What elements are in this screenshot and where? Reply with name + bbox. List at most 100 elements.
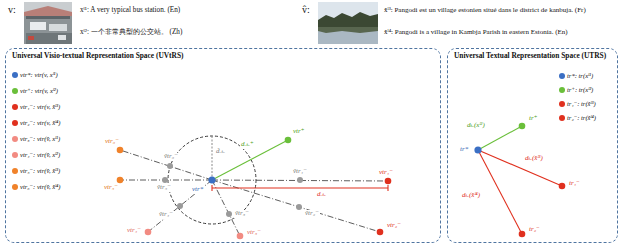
point-label: tr₁⁻ [568, 180, 581, 188]
illustration-shape [28, 36, 34, 40]
legend-swatch [12, 104, 18, 110]
legend-text: tr⁺: tr(xˡ²) [567, 86, 593, 93]
point-label: ṽtr₃⁻ [234, 210, 250, 218]
illustration-shape [24, 6, 72, 16]
legend-text: vtr₂⁻: vtr(v, x̂ˡ⁴) [20, 119, 61, 126]
legend-text: tr₁⁻: tr(x̂ˡ³) [567, 100, 596, 107]
illustration-shape [385, 178, 392, 185]
illustration-shape [58, 35, 66, 40]
illustration-shape [318, 27, 378, 33]
illustration-shape [559, 183, 566, 190]
illustration-shape [208, 176, 215, 183]
point-label: ṽtr₁⁻ [292, 168, 308, 176]
point-label: tr⁺ [528, 115, 538, 123]
uvtrs-geometry [117, 136, 392, 239]
legend-text: tr*: tr(xˡ¹) [567, 72, 593, 79]
point-label: vtr₁⁻ [378, 169, 394, 177]
point-label: vtr₆⁻ [104, 138, 120, 146]
point-label: ṽtr₆⁻ [163, 153, 179, 161]
legend-swatch [559, 87, 565, 93]
illustration-shape [377, 229, 384, 236]
illustration-shape [237, 233, 244, 240]
legend-text: tr₂⁻: tr(x̂ˡ⁴) [567, 114, 596, 121]
point-label: vtr⁺ [292, 128, 305, 136]
sentence-text: xˡ¹: A very typical bus station. (En) [80, 7, 295, 15]
illustration-shape [285, 137, 292, 144]
illustration-shape [120, 150, 388, 236]
illustration-shape [117, 177, 124, 184]
legend-swatch [12, 72, 18, 78]
illustration-shape [24, 2, 72, 44]
illustration-shape [474, 123, 565, 238]
illustration-shape [478, 150, 562, 186]
point-label: tr* [459, 146, 469, 154]
legend-text: vtr₆⁻: vtr(v̂, x̂ˡ⁴) [20, 183, 61, 190]
illustration-shape [318, 12, 378, 27]
legend-text: vtr₄⁻: vtr(v̂, xˡ²) [20, 151, 60, 158]
illustration-shape [297, 177, 303, 183]
distance-label: dᵥₜᵣ [316, 191, 327, 199]
illustration-shape [212, 140, 288, 180]
illustration-shape [478, 150, 522, 234]
legend-swatch [559, 101, 565, 107]
space-panel: Universal Visio-textual Representation S… [5, 48, 441, 243]
legend-text: vtr₁⁻: vtr(v, x̂ˡ³) [20, 103, 60, 110]
illustration-shape [30, 22, 46, 30]
illustration-shape [167, 163, 173, 169]
legend-swatch [12, 152, 18, 158]
point-label: vtr₄⁻ [126, 227, 142, 235]
image-tag: v: [8, 4, 16, 15]
distance-label: dₜᵣ(xˡ²) [466, 122, 486, 130]
sentence-text: x̂ˡ³: Pangodi est un village estonien si… [384, 7, 620, 15]
legend-swatch [12, 88, 18, 94]
illustration-shape [318, 27, 378, 44]
photo-lake-village [318, 2, 378, 44]
legend-swatch [559, 115, 565, 121]
point-label: vtr₂⁻ [386, 222, 402, 230]
distance-label: dₜᵣ(x̂ˡ³) [524, 155, 544, 163]
point-label: vtr₅⁻ [103, 184, 119, 192]
legend-swatch [12, 136, 18, 142]
illustration-shape [26, 16, 70, 19]
illustration-shape [145, 229, 152, 236]
point-label: ṽtr₄⁻ [158, 211, 174, 219]
point-label: tr₂⁻ [528, 226, 541, 234]
legend-swatch [12, 168, 18, 174]
illustration-shape [387, 185, 388, 191]
point-label: vtr* [191, 186, 204, 194]
illustration-shape [211, 185, 212, 191]
legend-text: vtr*: vtr(v, xˡ¹) [20, 71, 58, 78]
illustration-shape [226, 211, 232, 217]
illustration-shape [148, 180, 212, 232]
image-tag: v̂: [302, 4, 310, 15]
legend-swatch [559, 73, 565, 79]
sentence-text: x̂ˡ⁴: Pangodi is a village in Kambja Par… [384, 29, 620, 37]
legend-text: vtr₃⁻: vtr(v̂, xˡ¹) [20, 135, 60, 142]
illustration-shape [49, 24, 67, 31]
illustration-shape [519, 123, 526, 130]
illustration-shape [177, 203, 183, 209]
illustration-shape [318, 2, 378, 44]
utrs-geometry [474, 123, 565, 238]
illustration-shape [117, 137, 392, 240]
point-label: vtr₃⁻ [246, 229, 262, 237]
panel-title: Universal Visio-textual Representation S… [6, 49, 440, 61]
distance-label: dₜᵣ(x̂ˡ⁴) [461, 192, 481, 200]
illustration-shape [519, 231, 526, 238]
illustration-shape [296, 204, 302, 210]
illustration-shape [474, 146, 481, 153]
illustration-shape [162, 163, 303, 217]
legend-text: vtr₅⁻: vtr(v̂, x̂ˡ³) [20, 167, 60, 174]
sentence-text: xˡ²: 一个非常典型的公交站。 (Zh) [80, 29, 295, 37]
distance-label: d̃ᵥₜᵣ [215, 148, 226, 156]
illustration-shape [117, 147, 124, 154]
photo-bus-station [24, 2, 72, 44]
illustration-shape [162, 177, 168, 183]
panel-title: Universal Textual Representation Space (… [448, 49, 617, 61]
point-label: ṽtr₅⁻ [156, 184, 172, 192]
point-label: ṽtr₂⁻ [304, 210, 320, 218]
legend-text: vtr⁺: vtr(v, xˡ²) [20, 87, 58, 94]
distance-label: dᵥₜᵣ⁺ [240, 141, 255, 149]
legend-swatch [12, 120, 18, 126]
illustration-shape [212, 136, 213, 180]
